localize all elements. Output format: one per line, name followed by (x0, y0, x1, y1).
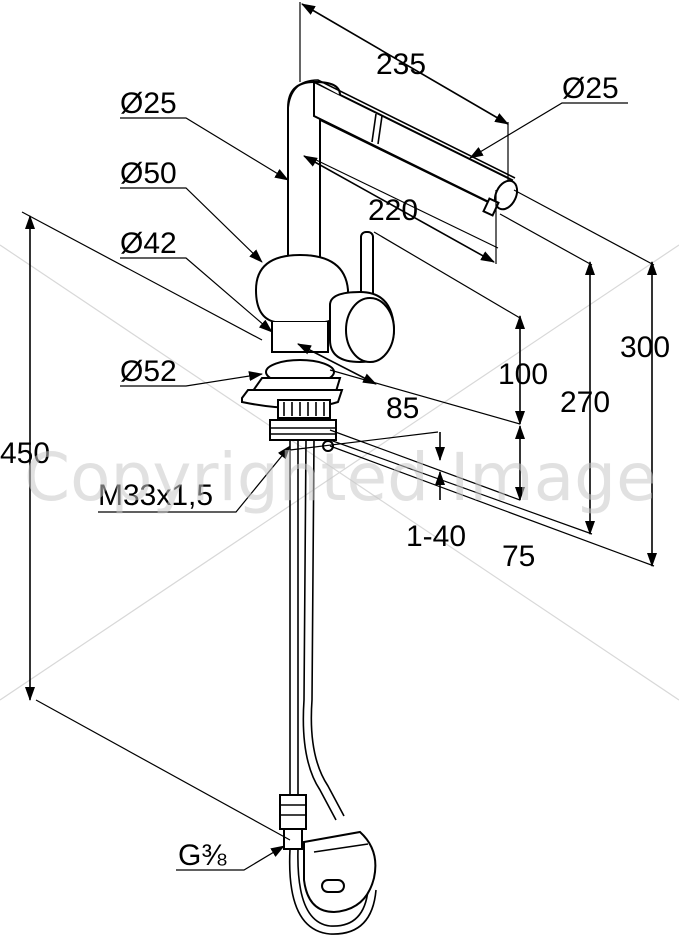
dim-450-label: 450 (0, 437, 50, 470)
watermark-lines (0, 244, 679, 701)
dim-1-40-label: 1-40 (406, 520, 466, 553)
watermark-text: Copyrighted Image (24, 439, 657, 516)
faucet-spout (287, 79, 519, 270)
dimension-labels: 235 Ø25 Ø25 Ø50 220 Ø42 300 100 270 Ø52 … (0, 48, 670, 872)
dim-235-label: 235 (376, 48, 426, 81)
dim-220-label: 220 (368, 194, 418, 227)
supply-hoses (279, 439, 377, 935)
thread-m33-label: M33x1,5 (98, 479, 213, 512)
dim-85-label: 85 (386, 392, 419, 425)
dim-100-label: 100 (498, 358, 548, 391)
dim-d50-label: Ø50 (120, 157, 177, 190)
faucet-main-body (241, 231, 396, 452)
dim-270-label: 270 (560, 386, 610, 419)
dim-d42-label: Ø42 (120, 227, 177, 260)
dim-d25-left-label: Ø25 (120, 87, 177, 120)
thread-g38-label: G⅜ (178, 839, 227, 872)
dim-d25-top-label: Ø25 (562, 72, 619, 105)
dim-75-label: 75 (502, 540, 535, 573)
dim-d52-label: Ø52 (120, 355, 177, 388)
dimension-lines (21, 2, 657, 871)
dim-300-label: 300 (620, 331, 670, 364)
